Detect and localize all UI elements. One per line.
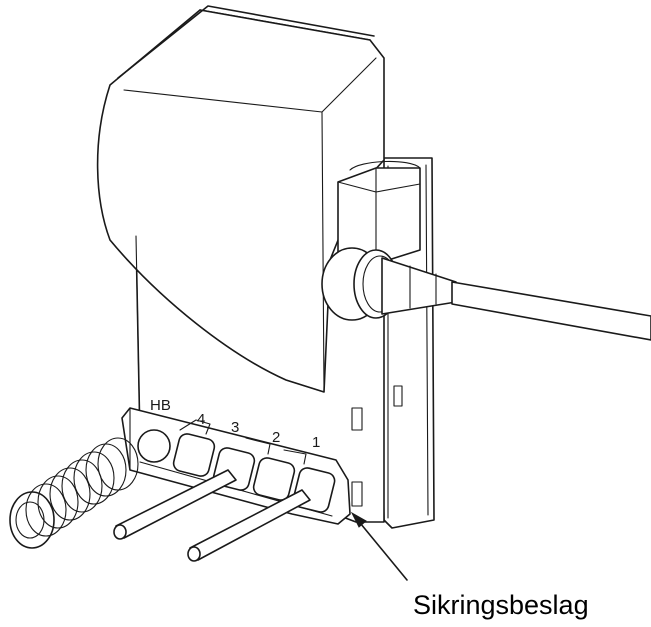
slot-label-hb: HB [150, 397, 171, 414]
wires [113, 469, 311, 562]
cable-gland [321, 160, 651, 341]
slot-4 [172, 433, 216, 477]
spring-coil [9, 437, 139, 549]
callout-label: Sikringsbeslag [413, 590, 589, 620]
slot-label-3: 3 [231, 419, 239, 436]
slot-label-1: 1 [312, 434, 320, 451]
slot-label-4: 4 [197, 411, 205, 428]
callout-arrow [350, 511, 408, 581]
housing [96, 5, 435, 529]
slot-label-2: 2 [272, 429, 280, 446]
slot-2 [252, 457, 296, 501]
slot-hb [137, 429, 171, 463]
